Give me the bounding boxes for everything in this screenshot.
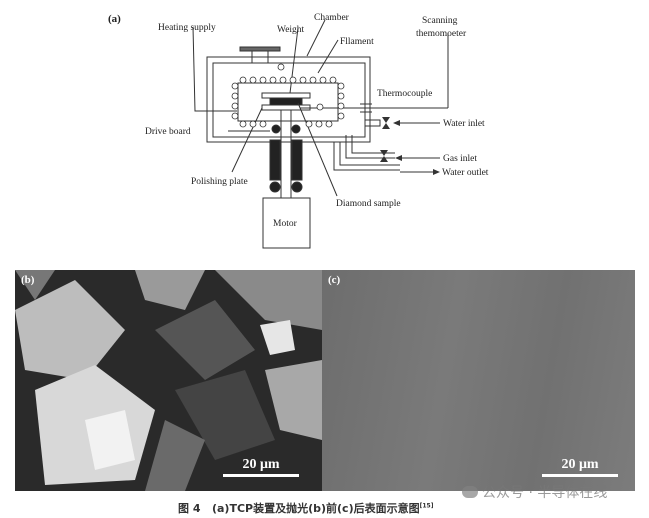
label-diamond-sample: Diamond sample [336, 199, 401, 209]
chamber-inner [212, 62, 366, 138]
filament-box [237, 82, 339, 122]
panel-label-c: (c) [328, 274, 341, 286]
wechat-icon [462, 486, 478, 498]
scale-text-b: 20 μm [242, 457, 280, 472]
caption-text: (a)TCP装置及抛光(b)前(c)后表面示意图 [211, 502, 420, 515]
tcp-apparatus-diagram: (a) Heating supply Chamber Weight Fllame… [108, 13, 489, 249]
label-gas-inlet: Gas inlet [443, 154, 477, 164]
panel-label-b: (b) [21, 274, 35, 286]
label-heating-supply: Heating supply [158, 23, 216, 33]
label-thermocouple: Thermocouple [377, 89, 432, 99]
caption-reference: [15] [419, 502, 434, 510]
scale-bar-c: 20 μm [542, 457, 618, 477]
label-scanning: Scanning [422, 16, 458, 26]
label-weight: Weight [277, 25, 305, 35]
filament-coils [231, 63, 345, 128]
label-motor: Motor [273, 219, 298, 229]
figure-number: 图 4 [178, 502, 201, 515]
label-polishing-plate: Polishing plate [191, 177, 248, 187]
faceted-surface-image [15, 270, 322, 491]
figure-caption: 图 4 (a)TCP装置及抛光(b)前(c)后表面示意图[15] [178, 500, 433, 516]
label-thermometer: themomoeter [416, 29, 467, 39]
watermark-text: 公众号 · 半导体在线 [482, 485, 608, 501]
label-water-outlet: Water outlet [442, 168, 489, 178]
label-filament: Fllament [340, 37, 374, 47]
panel-label-a: (a) [108, 13, 121, 25]
scale-text-c: 20 μm [561, 457, 599, 472]
scale-bar-b: 20 μm [223, 457, 299, 477]
photo-before-polishing: (b) 20 μm [15, 270, 322, 491]
motor-box [262, 197, 311, 249]
label-drive-board: Drive board [145, 127, 191, 137]
label-chamber: Chamber [314, 13, 350, 23]
watermark: 公众号 · 半导体在线 [462, 482, 607, 502]
label-water-inlet: Water inlet [443, 119, 485, 129]
photo-after-polishing: (c) 20 μm [322, 270, 635, 491]
chamber-outer [206, 56, 371, 143]
